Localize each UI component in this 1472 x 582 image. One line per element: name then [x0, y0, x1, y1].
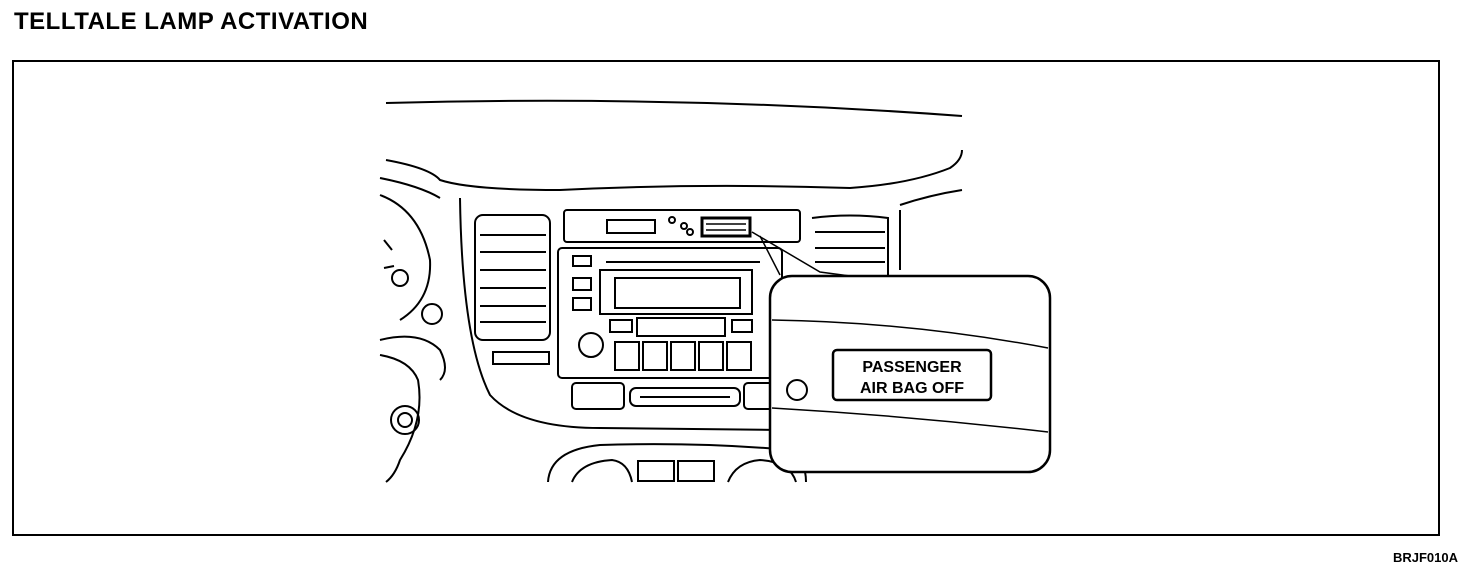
indicator-panel [563, 209, 801, 243]
callout-label-line2: AIR BAG OFF [860, 380, 964, 397]
illustration-frame [12, 60, 1440, 536]
callout-label-line1: PASSENGER [862, 359, 962, 376]
instrument-cluster [379, 194, 446, 483]
figure-code: BRJF010A [1392, 550, 1458, 565]
page-title: TELLTALE LAMP ACTIVATION [14, 8, 369, 35]
center-bezel [459, 197, 781, 431]
lower-control-row [571, 382, 775, 410]
leader-line [751, 231, 851, 277]
air-bag-off-indicator [831, 348, 993, 402]
dashboard-contour [385, 149, 963, 192]
climate-controls [547, 443, 807, 483]
callout-magnifier: PASSENGER AIR BAG OFF [768, 274, 1052, 474]
right-air-vent [811, 214, 889, 275]
audio-unit [557, 247, 783, 379]
left-air-vent [474, 214, 551, 365]
dash-top-line [385, 99, 963, 117]
